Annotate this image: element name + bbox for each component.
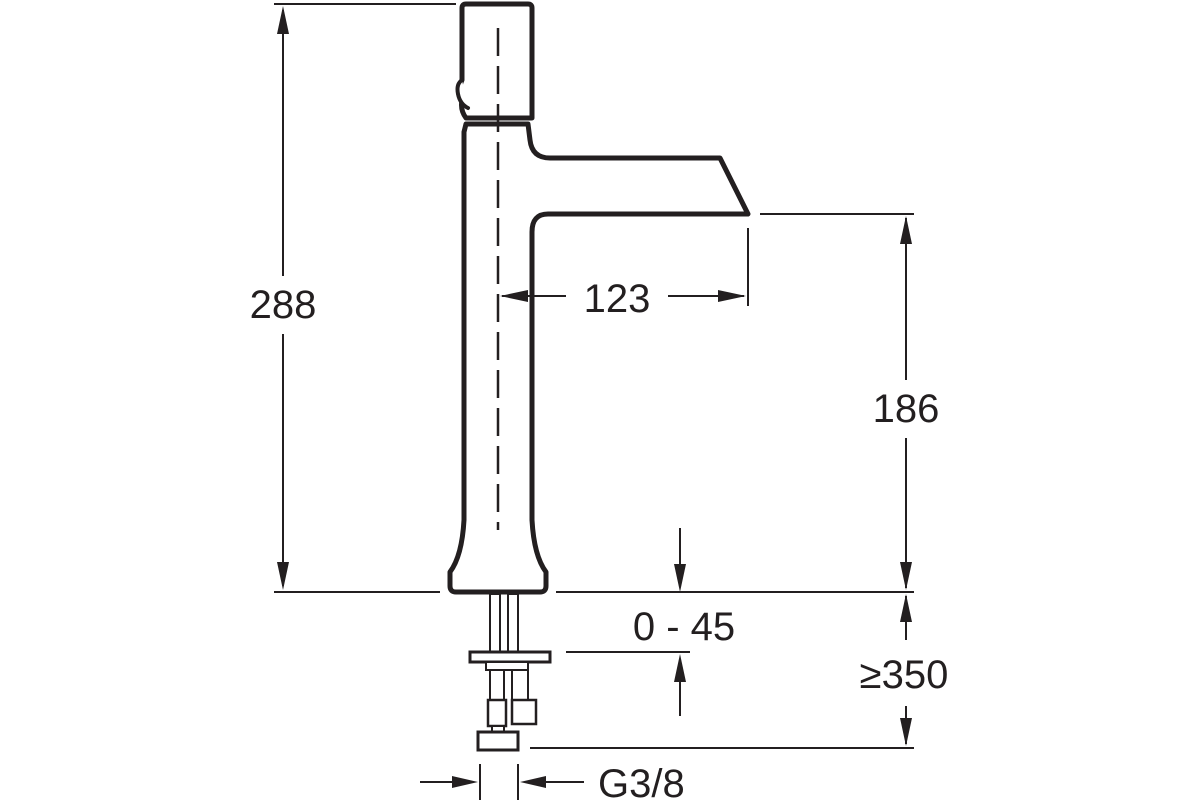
dimension-spout-height: 186 xyxy=(556,213,940,593)
hose-left xyxy=(489,669,505,701)
dimension-connection-thread: G3/8 xyxy=(420,762,685,800)
fixing-nut xyxy=(485,661,529,671)
hose-right xyxy=(511,669,529,701)
threaded-rod-right xyxy=(507,593,519,653)
threaded-rod-left xyxy=(489,593,501,653)
dimension-spout-reach: 123 xyxy=(500,228,749,321)
dimension-label-spout-reach: 123 xyxy=(584,277,651,321)
handle-lever-tab xyxy=(455,78,470,110)
dimension-label-spout-height: 186 xyxy=(873,387,940,431)
fixing-plate xyxy=(468,650,552,664)
dimension-label-min-hose-length: ≥350 xyxy=(860,653,949,697)
faucet-column-and-spout xyxy=(447,121,751,595)
faucet-body xyxy=(447,1,751,595)
dimension-min-hose-length: ≥350 xyxy=(530,594,949,749)
dimension-label-deck-thickness: 0 - 45 xyxy=(633,605,735,649)
handle-cylinder xyxy=(457,1,535,121)
dimension-total-height: 288 xyxy=(250,3,456,593)
connection-nut xyxy=(476,730,520,752)
dimension-deck-thickness: 0 - 45 xyxy=(566,528,735,716)
hose-fitting-left xyxy=(486,698,508,728)
supply-assembly xyxy=(468,593,552,752)
dimension-label-total-height: 288 xyxy=(250,283,317,327)
dimension-label-connection-thread: G3/8 xyxy=(598,762,685,800)
hose-fitting-right xyxy=(510,698,538,726)
